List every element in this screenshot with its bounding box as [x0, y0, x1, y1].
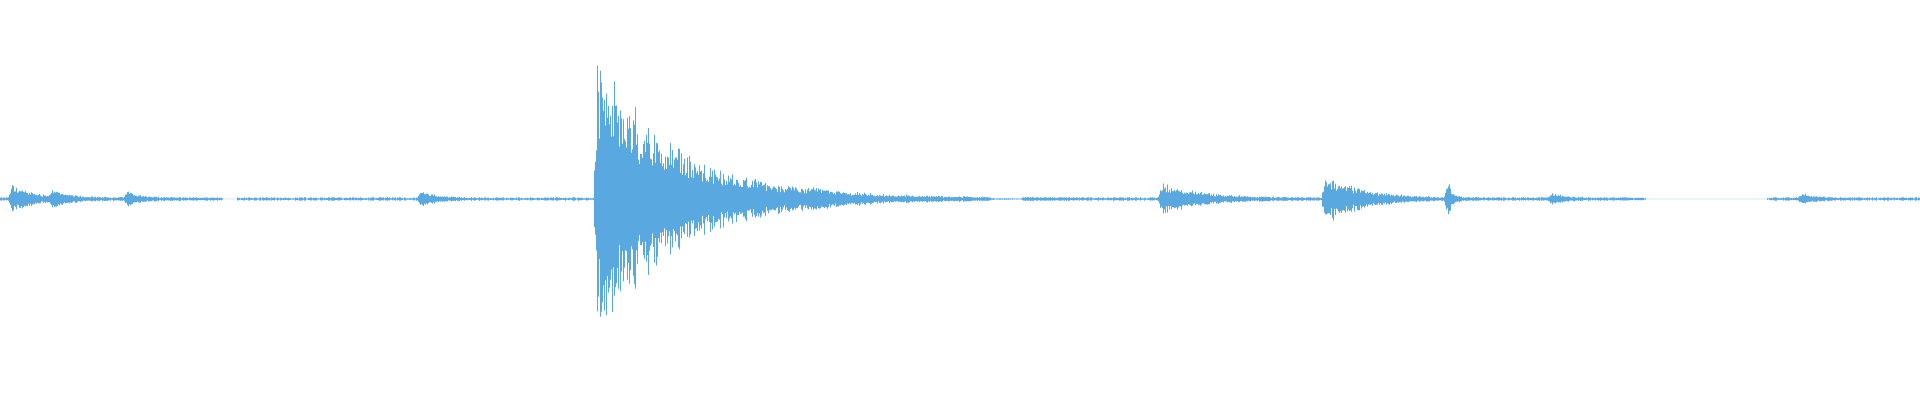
waveform-trace [0, 65, 1920, 317]
